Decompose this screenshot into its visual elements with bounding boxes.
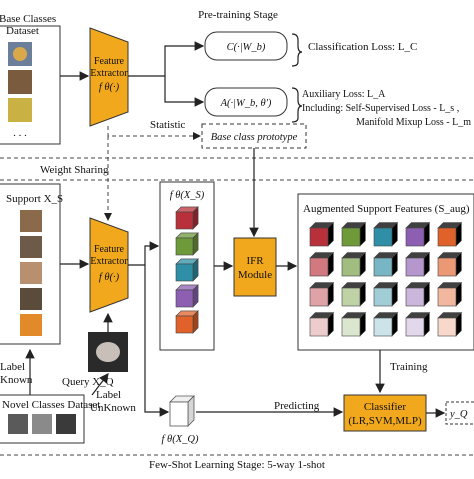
label-known-1: Label [0, 361, 25, 373]
arrow-to-aux-head [164, 76, 205, 107]
ifr-label-1: IFR [246, 255, 264, 267]
label-unknown-1: Label [96, 389, 121, 401]
training-label: Training [390, 361, 428, 373]
prototype-label: Base class prototype [211, 132, 298, 143]
aug-cube-r3-c5 [437, 281, 463, 307]
novel-image-1 [8, 414, 28, 434]
aug-cube-r3-c3 [373, 281, 399, 307]
label-unknown-2: UnKnown [90, 402, 136, 414]
predicting-label: Predicting [274, 400, 320, 412]
pretraining-stage-title: Pre-training Stage [198, 9, 278, 21]
aux-head-box [204, 87, 288, 117]
query-ferret [96, 342, 120, 362]
base-dataset-label-2: Dataset [6, 25, 39, 37]
auxiliary-loss: Auxiliary Loss: L_A [302, 89, 386, 100]
classifier-box [343, 394, 427, 432]
output-box [445, 401, 474, 425]
aug-cube-r4-c4 [405, 311, 431, 337]
arrow-to-query-features [144, 265, 170, 417]
fewshot-fe-fn: f θ(·) [99, 272, 120, 283]
base-dataset-label-1: Base Classes [0, 13, 56, 25]
aug-cube-r1-c4 [405, 221, 431, 247]
classifier-label-1: Classifier [364, 401, 406, 413]
support-feature-cube-2 [175, 232, 199, 256]
pretrain-fe-label-2: Extractor [90, 68, 128, 79]
augmented-feature-cubes [309, 221, 463, 337]
query-feature-cube [169, 395, 195, 427]
classifier-label-2: (LR,SVM,MLP) [348, 415, 422, 427]
brace-auxiliary [291, 87, 303, 123]
support-image-1 [20, 210, 42, 232]
support-image-2 [20, 236, 42, 258]
query-label: Query X_Q [62, 376, 114, 388]
ifr-module [233, 237, 277, 297]
brace-classification [291, 33, 303, 67]
support-image-3 [20, 262, 42, 284]
aux-head-label: A(·|W_b, θ') [220, 98, 272, 109]
statistic-label: Statistic [150, 119, 186, 131]
aug-cube-r3-c4 [405, 281, 431, 307]
ifr-label-2: Module [238, 269, 272, 281]
support-label: Support X_S [6, 193, 63, 205]
arrow-to-classifier-head [128, 41, 205, 77]
query-features-label: f θ(X_Q) [162, 434, 199, 445]
novel-image-3 [56, 414, 76, 434]
aug-cube-r1-c1 [309, 221, 335, 247]
support-feature-cube-4 [175, 284, 199, 308]
support-feature-cubes [175, 206, 199, 334]
aug-cube-r2-c5 [437, 251, 463, 277]
aug-cube-r4-c3 [373, 311, 399, 337]
support-image-4 [20, 288, 42, 310]
support-feature-cube-3 [175, 258, 199, 282]
prototype-box [201, 123, 307, 149]
base-image-3 [8, 98, 32, 122]
output-label: y_Q [449, 409, 468, 420]
classifier-head-label: C(·|W_b) [227, 42, 266, 53]
arrow-to-support-features [128, 241, 160, 266]
aug-cube-r2-c2 [341, 251, 367, 277]
base-image-2 [8, 70, 32, 94]
pretrain-feature-extractor [89, 27, 129, 127]
pretrain-fe-label-1: Feature [94, 56, 125, 67]
pretrain-fe-fn: f θ(·) [99, 82, 120, 93]
support-features-label: f θ(X_S) [170, 190, 205, 201]
novel-image-2 [32, 414, 52, 434]
support-feature-cube-5 [175, 310, 199, 334]
aug-cube-r2-c3 [373, 251, 399, 277]
auxiliary-including: Including: Self-Supervised Loss - L_s , [302, 103, 459, 114]
aug-cube-r4-c5 [437, 311, 463, 337]
auxiliary-manifold: Manifold Mixup Loss - L_m [356, 117, 471, 128]
bird-shape [13, 47, 27, 61]
aug-cube-r3-c1 [309, 281, 335, 307]
fewshot-stage-title: Few-Shot Learning Stage: 5-way 1-shot [149, 459, 325, 471]
fewshot-fe-label-1: Feature [94, 244, 125, 255]
weight-sharing-label: Weight Sharing [40, 164, 109, 176]
classifier-head-box [204, 31, 288, 61]
fewshot-feature-extractor [89, 217, 129, 313]
support-feature-cube-1 [175, 206, 199, 230]
label-known-2: Known [0, 374, 33, 386]
novel-dataset-label: Novel Classes Dataset [2, 399, 100, 411]
classification-loss: Classification Loss: L_C [308, 41, 417, 53]
support-image-5 [20, 314, 42, 336]
aug-cube-r1-c3 [373, 221, 399, 247]
aug-cube-r1-c5 [437, 221, 463, 247]
aug-cube-r1-c2 [341, 221, 367, 247]
aug-cube-r4-c1 [309, 311, 335, 337]
aug-cube-r4-c2 [341, 311, 367, 337]
fewshot-fe-label-2: Extractor [90, 256, 128, 267]
aug-cube-r3-c2 [341, 281, 367, 307]
arrow-novel-to-query [91, 373, 109, 396]
aug-cube-r2-c1 [309, 251, 335, 277]
aug-cube-r2-c4 [405, 251, 431, 277]
base-dataset-ellipsis: . . . [13, 127, 27, 139]
augmented-label: Augmented Support Features (S_aug) [303, 203, 470, 215]
